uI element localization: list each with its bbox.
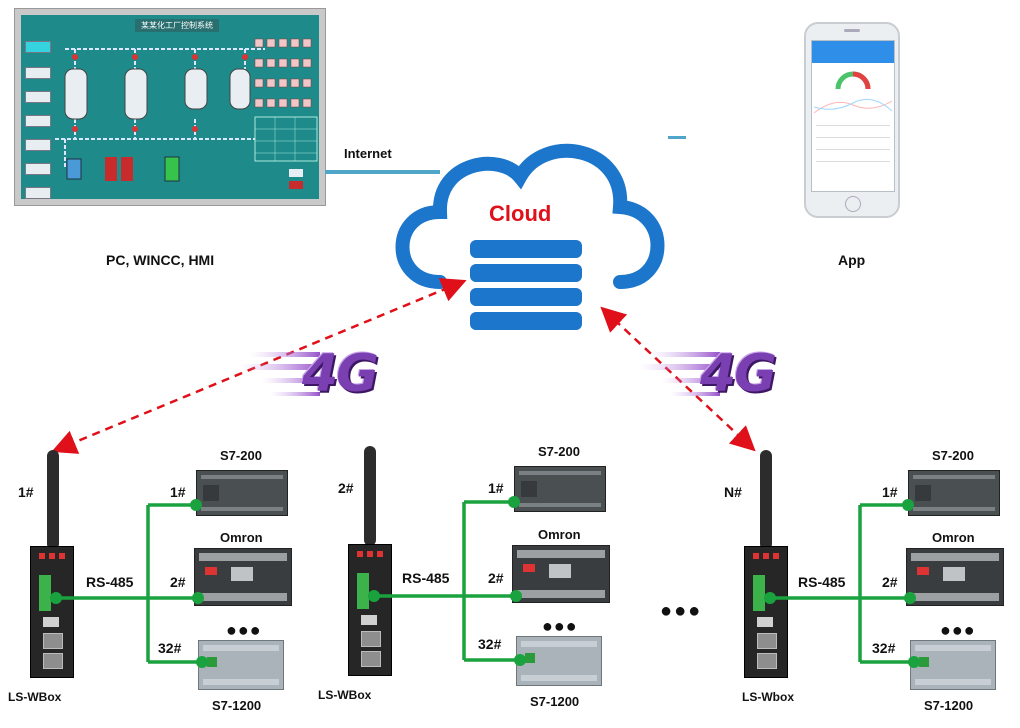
- ellipsis-between-groups: ●●●: [660, 600, 703, 622]
- cloud-icon: [395, 144, 665, 289]
- 4g-badge-right: 4G: [700, 344, 777, 404]
- server-stack-icon: [470, 240, 582, 330]
- smartphone: [804, 22, 900, 218]
- 4g-link-left: [51, 278, 467, 454]
- internet-link-line: [325, 170, 440, 174]
- internet-label: Internet: [344, 146, 392, 161]
- hmi-title: 某某化工厂控制系统: [135, 19, 219, 32]
- 4g-streaks-right: [640, 352, 722, 396]
- internet-link-stub: [668, 136, 686, 139]
- hmi-process-graphic: [55, 38, 318, 189]
- hmi-left-menu: [21, 35, 53, 199]
- hmi-screenshot: 某某化工厂控制系统: [14, 8, 326, 206]
- app-caption: App: [838, 252, 866, 268]
- cloud-label: Cloud: [489, 201, 552, 226]
- 4g-badge-left: 4G: [302, 344, 379, 404]
- 4g-streaks-left: [240, 352, 322, 396]
- hmi-caption: PC, WINCC, HMI: [106, 252, 215, 268]
- phone-screen: [811, 40, 895, 192]
